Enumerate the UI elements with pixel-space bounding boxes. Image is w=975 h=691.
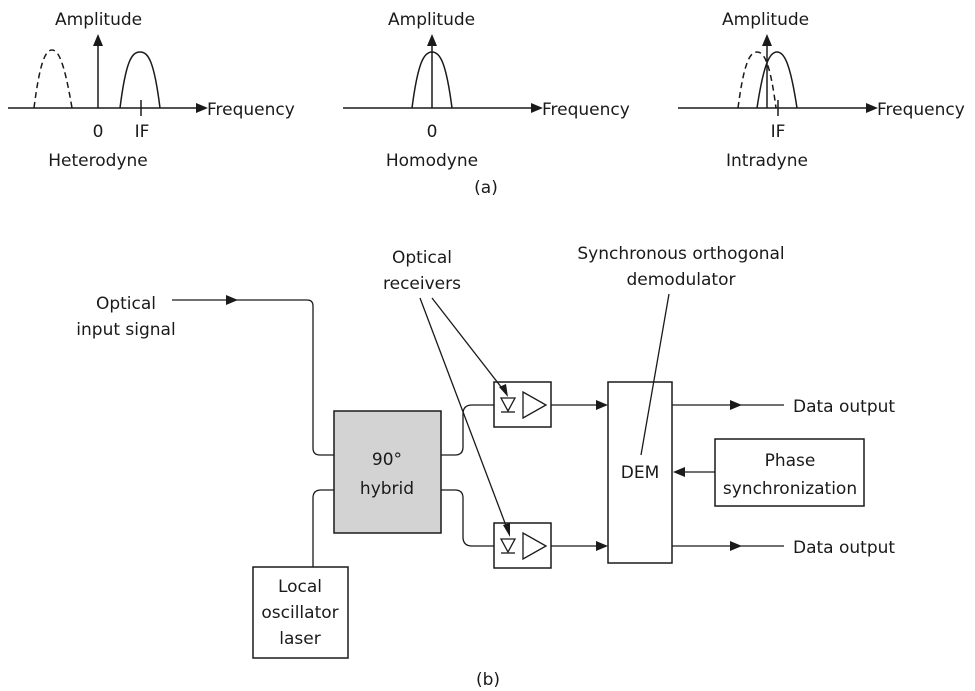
bottom-receiver-to-dem-arrowhead (596, 541, 608, 551)
sync-demodulator-label-line2: demodulator (627, 270, 736, 290)
receivers-pointer-top-arrowhead (499, 384, 508, 397)
homodyne-amp-arrowhead (427, 34, 437, 46)
heterodyne-zero-tick-label: 0 (93, 122, 104, 142)
optical-input-arrowhead (226, 295, 238, 305)
local-oscillator-label-line1: Local (278, 577, 322, 597)
top-data-output-label: Data output (793, 397, 895, 417)
phase-sync-label-line2: synchronization (723, 479, 857, 499)
sync-demodulator-pointer (640, 293, 670, 456)
homodyne-amplitude-label: Amplitude (388, 10, 475, 30)
top-data-output-arrowhead (730, 400, 742, 410)
bottom-amplifier-icon (522, 531, 548, 561)
heterodyne-panel: Amplitude Frequency 0 IF Heterodyne (8, 10, 295, 171)
top-receiver-to-dem-arrowhead (596, 400, 608, 410)
receivers-pointer-bottom (419, 297, 509, 532)
bottom-data-output-arrowhead (730, 541, 742, 551)
hybrid-to-top-receiver-line (441, 404, 494, 456)
heterodyne-amplitude-label: Amplitude (55, 10, 142, 30)
hybrid-label-line1: 90° (372, 450, 402, 470)
hybrid-to-bottom-receiver-line (441, 489, 494, 547)
intradyne-amp-arrowhead (762, 34, 772, 46)
phase-sync-box (714, 438, 865, 507)
intradyne-title: Intradyne (726, 151, 808, 171)
receivers-pointer-top (431, 297, 506, 393)
intradyne-frequency-label: Frequency (877, 100, 965, 120)
dem-label: DEM (621, 463, 660, 483)
bottom-optical-receiver (493, 522, 552, 569)
dem-box (607, 381, 673, 564)
hybrid-label-line2: hybrid (360, 479, 414, 499)
hybrid-box (333, 410, 442, 534)
intradyne-freq-arrowhead (866, 103, 878, 113)
local-oscillator-label-line2: oscillator (261, 603, 338, 623)
homodyne-title: Homodyne (386, 151, 478, 171)
bottom-data-output-label: Data output (793, 538, 895, 558)
homodyne-zero-tick-label: 0 (427, 122, 438, 142)
phase-sync-to-dem-arrowhead (673, 467, 685, 477)
caption-b: (b) (476, 670, 500, 690)
caption-a: (a) (474, 178, 498, 198)
local-oscillator-label-line3: laser (279, 629, 320, 649)
optical-input-line (172, 299, 334, 456)
homodyne-freq-arrowhead (531, 103, 543, 113)
heterodyne-if-tick-label: IF (135, 122, 150, 142)
top-amplifier-icon (522, 390, 548, 420)
heterodyne-freq-arrowhead (196, 103, 208, 113)
intradyne-dashed-spectrum (737, 51, 777, 109)
optical-receivers-label-line2: receivers (383, 274, 461, 294)
intradyne-amplitude-label: Amplitude (722, 10, 809, 30)
local-oscillator-line (312, 489, 334, 567)
bottom-photodiode-icon (499, 538, 517, 554)
heterodyne-dashed-spectrum (33, 49, 73, 109)
phase-sync-label-line1: Phase (765, 451, 816, 471)
optical-input-label-line2: input signal (76, 320, 175, 340)
heterodyne-amp-arrowhead (93, 34, 103, 46)
local-oscillator-box (252, 566, 349, 659)
intradyne-panel: Amplitude Frequency IF Intradyne (678, 10, 965, 171)
heterodyne-title: Heterodyne (48, 151, 147, 171)
homodyne-panel: Amplitude Frequency 0 Homodyne (343, 10, 630, 171)
sync-demodulator-label-line1: Synchronous orthogonal (577, 244, 784, 264)
optical-input-label-line1: Optical (96, 294, 156, 314)
homodyne-frequency-label: Frequency (542, 100, 630, 120)
receivers-pointer-bottom-arrowhead (503, 523, 510, 537)
homodyne-signal-spectrum (411, 51, 453, 109)
optical-receivers-label-line1: Optical (392, 248, 452, 268)
heterodyne-signal-spectrum (119, 51, 161, 109)
top-photodiode-icon (499, 397, 517, 413)
heterodyne-frequency-label: Frequency (207, 100, 295, 120)
intradyne-signal-spectrum (756, 51, 798, 109)
intradyne-if-tick-label: IF (771, 122, 786, 142)
